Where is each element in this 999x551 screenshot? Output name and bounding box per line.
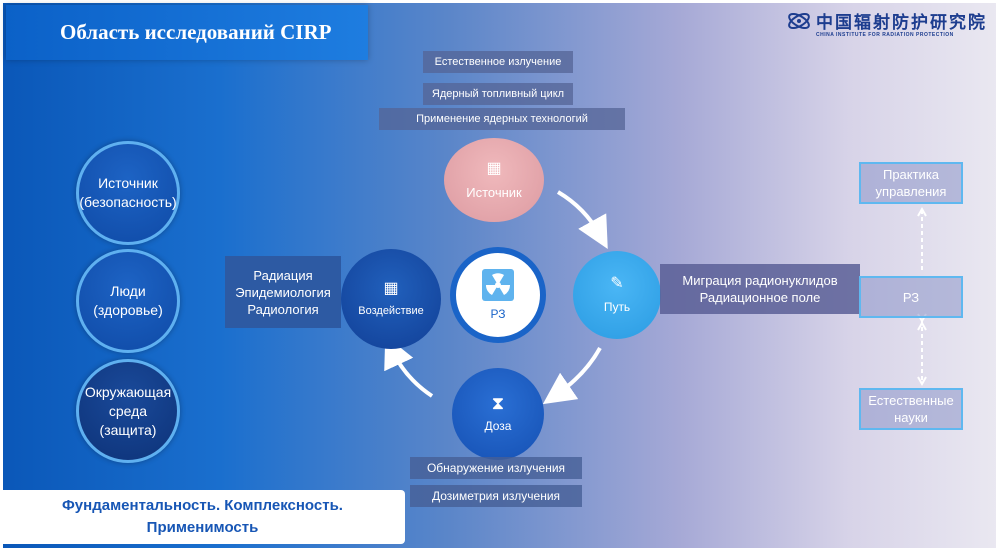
source-label-nuclear-tech: Применение ядерных технологий (379, 108, 625, 130)
arrow-source-to-path (556, 190, 608, 249)
node-path-label: Путь (603, 300, 631, 314)
dose-label-dosimetry: Дозиметрия излучения (410, 485, 582, 507)
radiation-icon (482, 269, 514, 301)
hourglass-icon: ⧗ (491, 393, 505, 413)
footer-banner: Фундаментальность. Комплексность. Примен… (0, 490, 405, 544)
cnnc-logo-icon (788, 13, 810, 29)
logo-english-text: CHINA INSTITUTE FOR RADIATION PROTECTION (816, 32, 954, 38)
node-dose: ⧗ Доза (452, 368, 544, 460)
box-natural-sciences: Естественные науки (859, 388, 963, 430)
node-path: ✎ Путь (573, 251, 661, 339)
impact-disciplines-box: Радиация Эпидемиология Радиология (225, 256, 341, 328)
source-label-fuel-cycle: Ядерный топливный цикл (423, 83, 573, 105)
node-center: РЗ (450, 247, 546, 343)
logo-chinese-text: 中国辐射防护研究院 (816, 13, 987, 33)
source-label-natural: Естественное излучение (423, 51, 573, 73)
footer-line-2: Применимость (146, 519, 259, 536)
node-center-label: РЗ (490, 307, 506, 321)
arrow-path-to-dose (542, 347, 602, 405)
footer-line-1: Фундаментальность. Комплексность. (62, 497, 343, 514)
node-dose-label: Доза (484, 419, 512, 433)
box-management-practice: Практика управления (859, 162, 963, 204)
ring-source-safety: Источник (безопасность) (76, 141, 180, 245)
grid-icon: ▦ (383, 280, 399, 297)
node-source: ▦ Источник (444, 138, 544, 222)
ring-environment-protection: Окружающая среда (защита) (76, 359, 180, 463)
ring-people-health: Люди (здоровье) (76, 249, 180, 353)
path-topics-box: Миграция радионуклидов Радиационное поле (660, 264, 860, 314)
node-impact: ▦ Воздействие (341, 249, 441, 349)
calendar-icon: ▦ (486, 159, 502, 177)
institute-logo: 中国辐射防护研究院 CHINA INSTITUTE FOR RADIATION … (786, 8, 992, 48)
slide-title: Область исследований CIRP (6, 5, 368, 60)
box-rz: РЗ (859, 276, 963, 318)
edit-icon: ✎ (610, 275, 624, 292)
dose-label-detection: Обнаружение излучения (410, 457, 582, 479)
node-source-label: Источник (466, 184, 522, 200)
node-impact-label: Воздействие (358, 305, 424, 317)
arrow-dose-to-impact (384, 335, 434, 398)
